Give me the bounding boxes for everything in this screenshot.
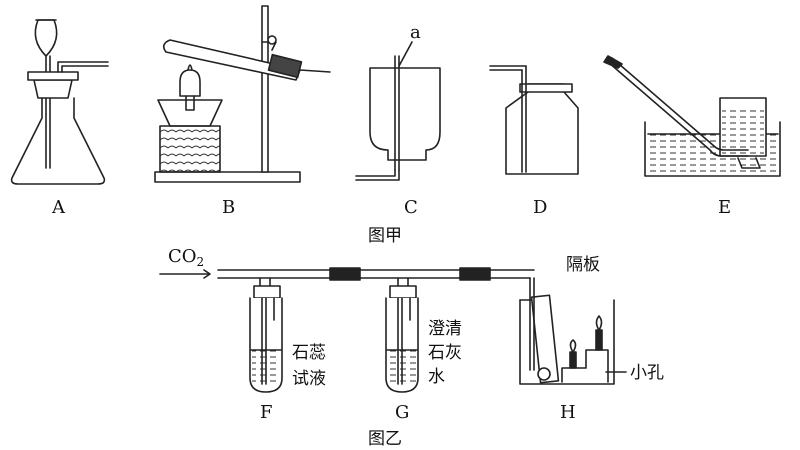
label-c: C: [404, 197, 418, 218]
figure-b-labels: CO2 石蕊 试液 澄清 石灰 水 隔板 小孔 F G H 图乙: [168, 246, 664, 449]
label-e: E: [718, 197, 731, 218]
apparatus-f: [249, 277, 283, 393]
litmus-label-1: 石蕊: [292, 343, 326, 363]
limewater-label-2: 石灰: [428, 343, 462, 363]
label-b: B: [222, 197, 235, 218]
figure-a-labels: A B C D E a 图甲: [51, 22, 731, 246]
letter-a: a: [410, 22, 421, 43]
litmus-label-2: 试液: [292, 369, 326, 389]
co2-line: [159, 267, 535, 281]
limewater-label-3: 水: [428, 367, 445, 387]
limewater-label-1: 澄清: [428, 319, 462, 339]
label-d: D: [533, 197, 547, 218]
label-g: G: [395, 402, 409, 423]
label-a: A: [51, 197, 66, 218]
partition-label: 隔板: [566, 255, 600, 275]
co2-label: CO2: [168, 246, 204, 269]
apparatus-e: [603, 55, 781, 177]
apparatus-g: [385, 277, 419, 393]
apparatus-d: [489, 65, 579, 175]
apparatus-c: [355, 41, 441, 181]
figure-b-caption: 图乙: [368, 429, 402, 449]
small-hole-label: 小孔: [630, 363, 664, 383]
apparatus-h: [519, 277, 627, 385]
figure-a-caption: 图甲: [368, 226, 402, 246]
label-h: H: [560, 402, 576, 423]
apparatus-a: [10, 19, 109, 185]
label-f: F: [260, 402, 273, 423]
apparatus-b: [154, 5, 331, 183]
